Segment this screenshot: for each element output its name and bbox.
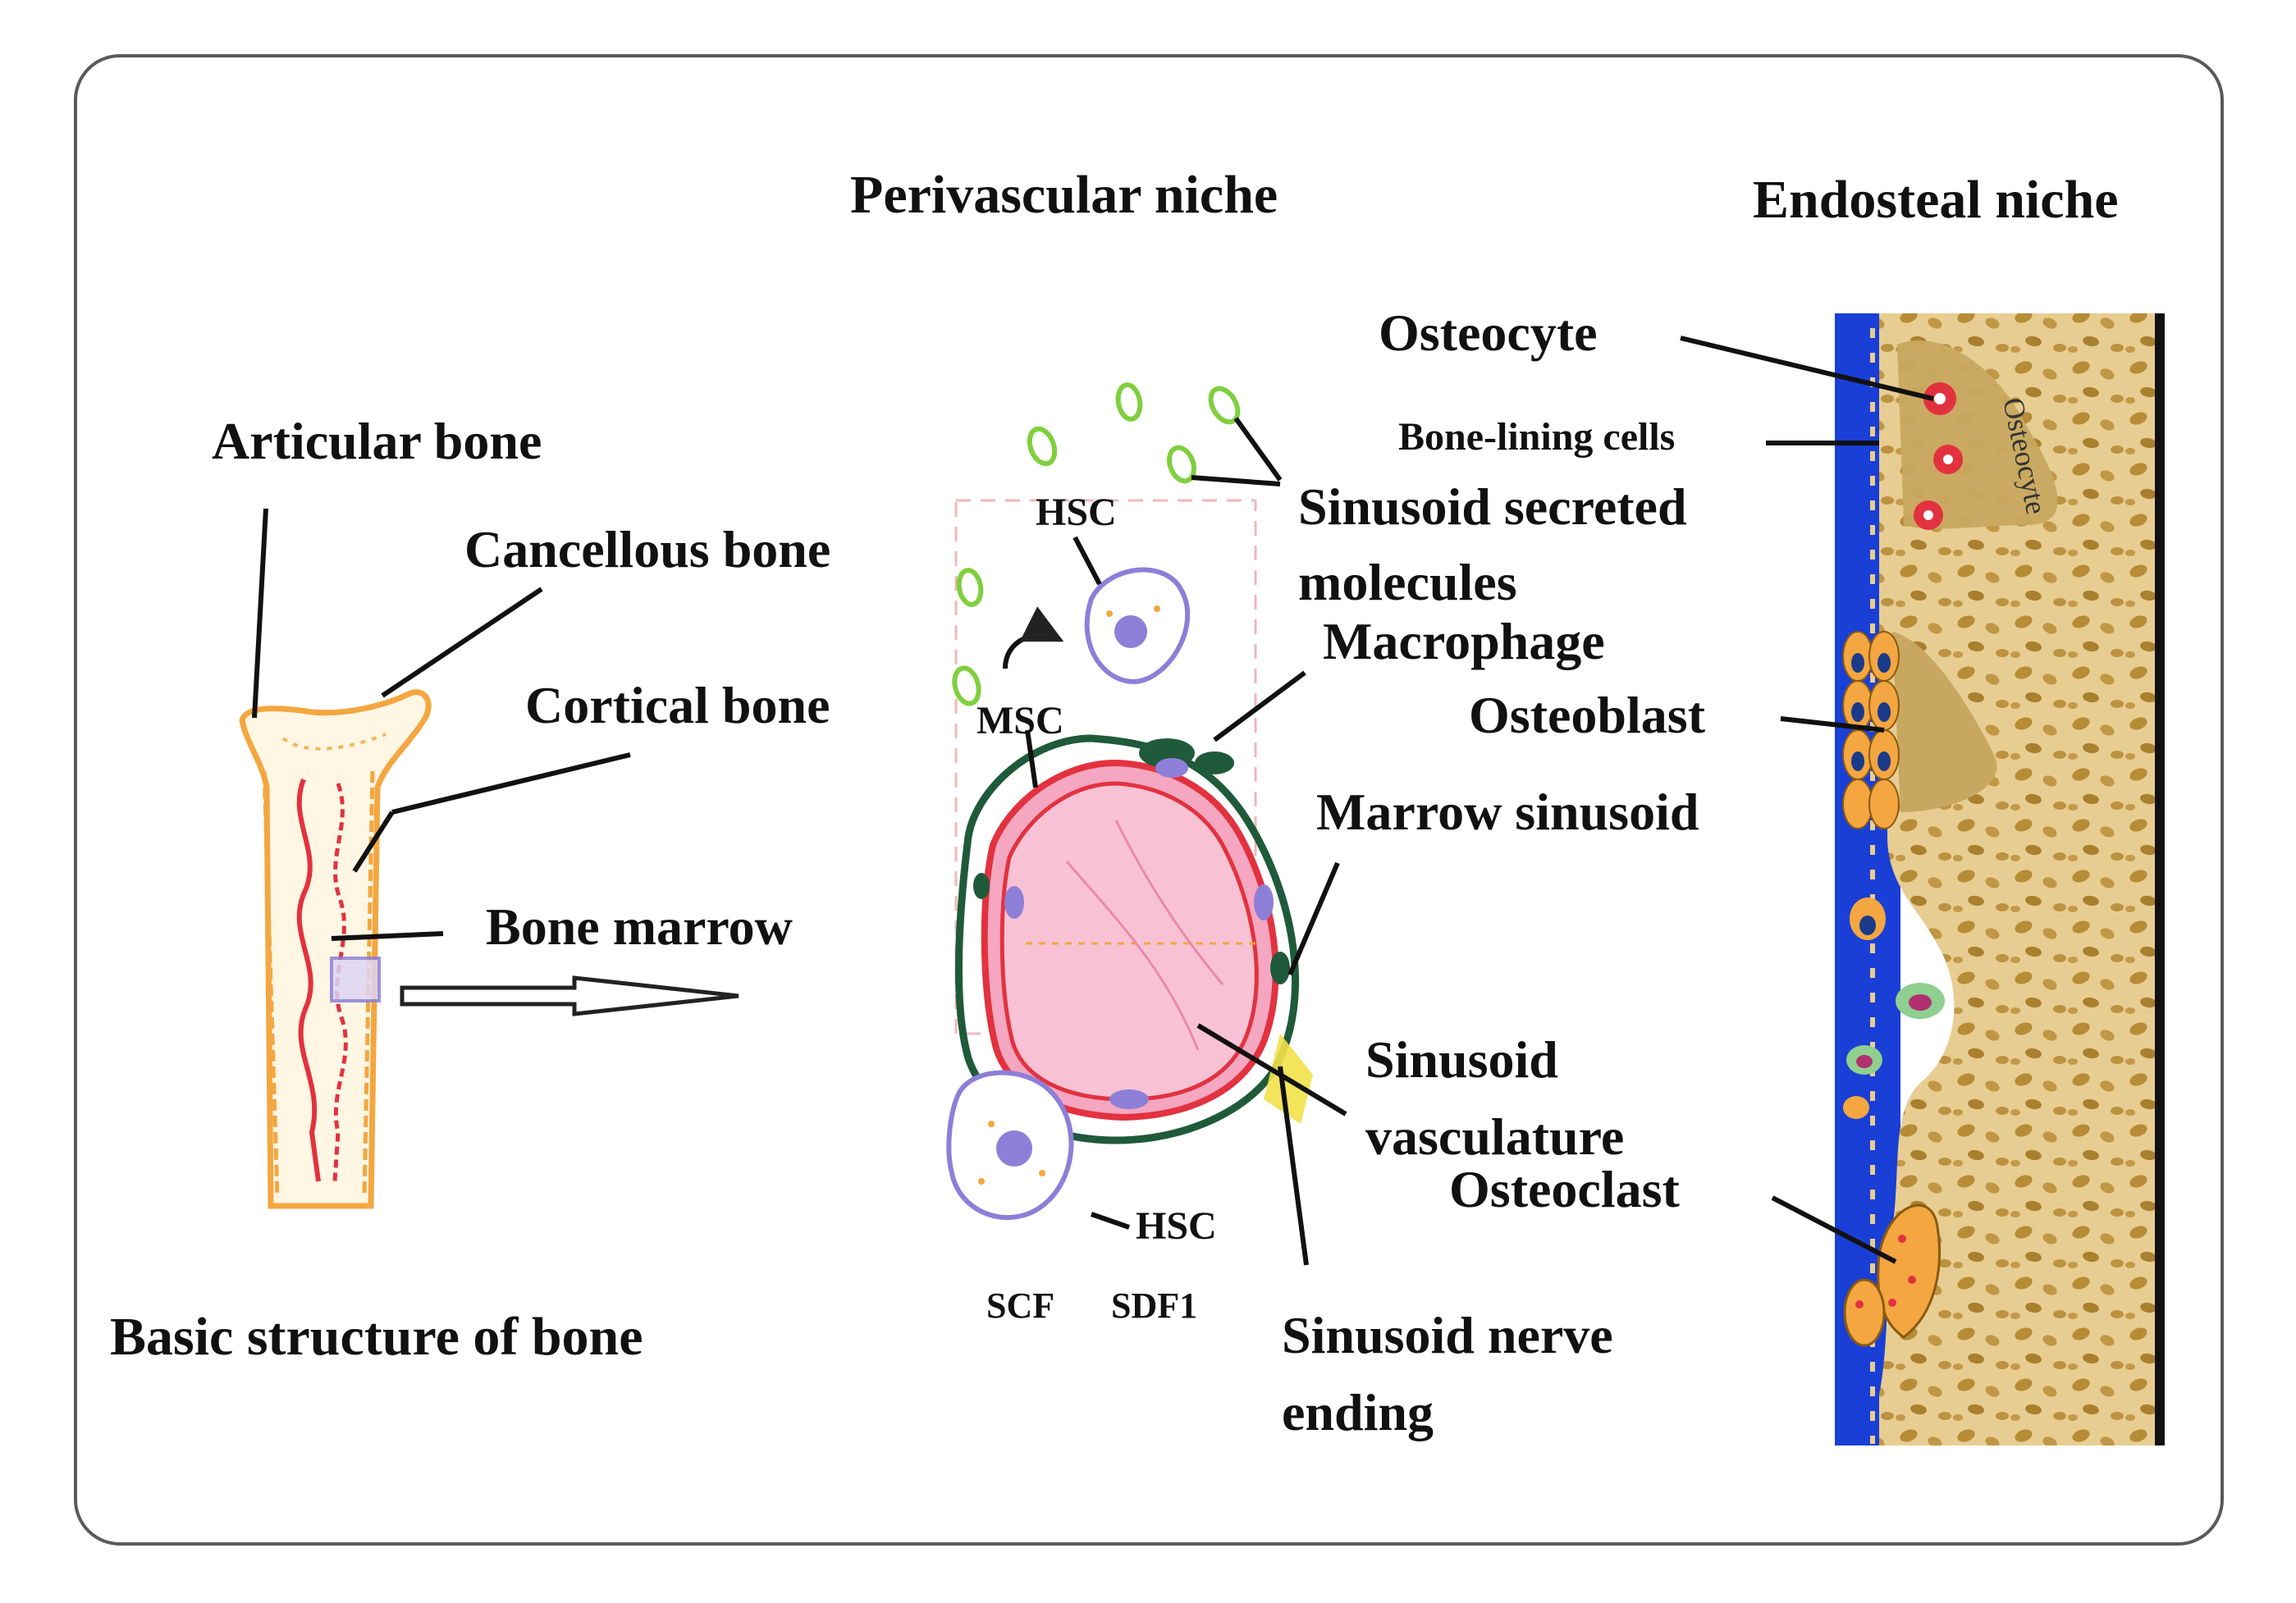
bone-marrow-label: Bone marrow — [486, 897, 793, 956]
scf-label: SCF — [986, 1286, 1055, 1326]
hsc-top-cell — [1084, 567, 1191, 684]
perivascular-background — [954, 499, 1257, 1035]
bone-lining-cells-label: Bone-lining cells — [1398, 415, 1676, 459]
osteoblast-label: Osteoblast — [1469, 686, 1705, 744]
sinusoid-vasculature-label-line2: vasculature — [1365, 1107, 1625, 1166]
long-bone — [239, 689, 432, 1209]
macrophage-cells — [973, 738, 1290, 984]
secreted-molecules-label-line2: molecules — [1298, 553, 1517, 611]
osteoclast-label: Osteoclast — [1449, 1160, 1680, 1218]
osteocyte-label: Osteocyte — [1379, 304, 1598, 362]
sinusoid-vessel — [954, 734, 1313, 1144]
figure-frame — [74, 54, 2224, 1546]
sinusoid-vasculature-label-line1: Sinusoid — [1365, 1030, 1558, 1089]
endosteal-niche-title: Endosteal niche — [1753, 170, 2119, 230]
sdf1-label: SDF1 — [1111, 1286, 1198, 1326]
bone-leader-lines — [252, 508, 631, 941]
cortical-bone-label: Cortical bone — [525, 676, 830, 734]
endosteal-panel — [1835, 313, 2165, 1445]
zoom-arrow — [400, 975, 739, 1016]
cancellous-bone-label: Cancellous bone — [464, 520, 831, 578]
osteocyte-cluster — [1897, 340, 2058, 530]
perivascular-leader-lines — [1025, 417, 1347, 1266]
endothelial-cells — [1004, 758, 1274, 1109]
macrophage-label: Macrophage — [1323, 612, 1605, 670]
perivascular-niche-title: Perivascular niche — [850, 165, 1278, 225]
sinusoid-nerve-label-line1: Sinusoid nerve — [1282, 1306, 1613, 1364]
msc-label: MSC — [976, 699, 1064, 742]
marrow-cells — [1843, 897, 1945, 1119]
secreted-molecules — [952, 382, 1241, 706]
articular-bone-label: Articular bone — [212, 412, 542, 470]
hsc-bottom-cell — [946, 1070, 1074, 1221]
hsc-bottom-label: HSC — [1136, 1204, 1217, 1248]
endosteal-leader-lines — [1680, 336, 1934, 1264]
hsc-top-label: HSC — [1036, 491, 1117, 534]
secreted-molecules-label-line1: Sinusoid secreted — [1298, 477, 1687, 536]
osteoblast-layer — [1842, 631, 1997, 829]
msc-to-hsc-arrow — [1003, 606, 1064, 669]
basic-structure-title: Basic structure of bone — [110, 1307, 643, 1367]
osteoclast-cells — [1843, 1203, 1942, 1347]
sinusoid-nerve-label-line2: ending — [1282, 1383, 1434, 1441]
marrow-sinusoid-label: Marrow sinusoid — [1316, 783, 1699, 841]
